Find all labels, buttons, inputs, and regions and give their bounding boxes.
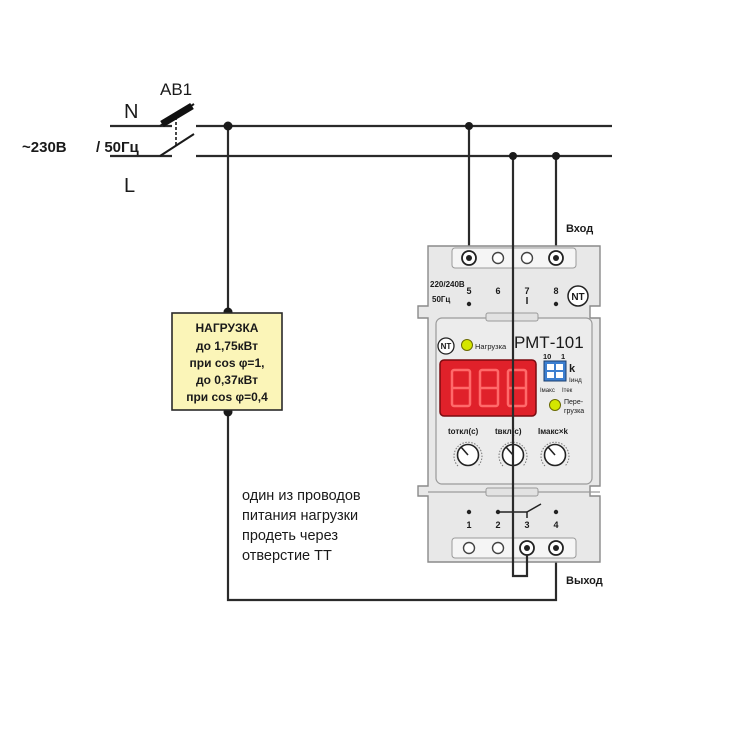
terminal-label: 4: [553, 520, 558, 530]
device-model: РМТ-101: [514, 333, 584, 352]
load-box: НАГРУЗКА до 1,75кВт при cos φ=1, до 0,37…: [171, 312, 283, 411]
breaker-label: АВ1: [160, 80, 192, 99]
knob-label: tоткл(с): [448, 427, 479, 436]
current-transformer-loop-wire: [511, 156, 529, 578]
terminal-label: 8: [553, 286, 558, 296]
load-to-output-wire: [226, 412, 558, 602]
load-line: при cos φ=1,: [190, 356, 265, 370]
voltage-label: ~230В: [22, 139, 67, 156]
dip-label: k: [569, 363, 576, 375]
current-label: Iтек: [562, 388, 573, 394]
nt-logo-icon: [567, 285, 589, 307]
svg-text:NT: NT: [571, 292, 584, 303]
load-line: до 0,37кВт: [196, 373, 258, 387]
terminal-2-screw: [491, 541, 505, 555]
terminal-7-screw: [520, 251, 534, 265]
dip-label: 10: [543, 352, 551, 361]
load-line: до 1,75кВт: [196, 339, 258, 353]
terminal-label: 1: [466, 520, 471, 530]
frequency-label: / 50Гц: [96, 139, 140, 156]
terminal-label: 6: [495, 286, 500, 296]
note-line: один из проводов: [242, 488, 361, 504]
terminal-label: 2: [495, 520, 500, 530]
neutral-label: N: [124, 101, 138, 123]
supply-label: 50Гц: [432, 295, 450, 304]
wiring-note: один из проводов питания нагрузки продет…: [242, 488, 361, 564]
terminal-label: 5: [466, 286, 471, 296]
input-label: Вход: [566, 223, 593, 235]
knob-label: Iмакс×k: [538, 427, 569, 436]
relay-device: 220/240В 50Гц 5 6 7 8 NT NT Нагрузка РМТ…: [417, 245, 601, 563]
line-label: L: [124, 175, 135, 197]
svg-text:NT: NT: [441, 342, 452, 351]
dip-label: 1: [561, 352, 565, 361]
terminal-1-screw: [462, 541, 476, 555]
note-line: отверстие ТТ: [242, 548, 332, 564]
output-label: Выход: [566, 575, 603, 587]
current-label: Iмакс: [540, 388, 555, 394]
current-max-knob[interactable]: [540, 441, 570, 467]
nt-logo-icon: [437, 337, 455, 355]
note-line: продеть через: [242, 528, 338, 544]
load-line: при cos φ=0,4: [186, 390, 268, 404]
load-led-icon: [461, 339, 473, 351]
note-line: питания нагрузки: [242, 508, 358, 524]
time-off-knob[interactable]: [453, 441, 483, 467]
load-title: НАГРУЗКА: [196, 321, 259, 335]
display-digits: [450, 368, 528, 408]
load-indicator-label: Нагрузка: [475, 342, 507, 351]
breaker-ab1: [110, 102, 195, 158]
terminal-6-screw: [491, 251, 505, 265]
terminal-label: 7: [524, 286, 529, 296]
overload-led-icon: [549, 399, 561, 411]
overload-label: грузка: [564, 408, 584, 415]
terminal-label: 3: [524, 520, 529, 530]
knob-label: tвкл(с): [495, 427, 522, 436]
overload-label: Пере-: [564, 399, 584, 406]
current-label: Iинд: [569, 377, 582, 384]
supply-label: 220/240В: [430, 280, 465, 289]
